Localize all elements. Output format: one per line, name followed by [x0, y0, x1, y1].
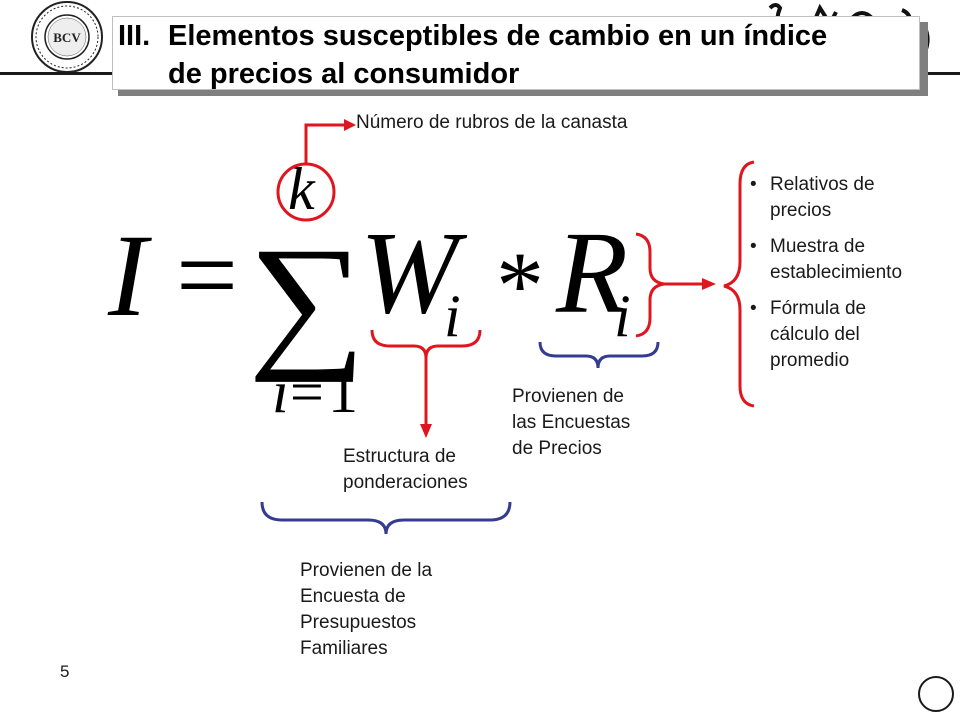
relative-brace-blue: [538, 341, 660, 369]
bullet-line: promedio: [770, 350, 850, 371]
elements-bullet-list: • Relativos de precios • Muestra de esta…: [748, 172, 902, 384]
title-box: [112, 16, 920, 90]
formula-sum-lower-i: i: [272, 359, 289, 425]
k-arrowhead: [344, 119, 356, 131]
title-section-number: III.: [118, 20, 151, 52]
label-line: ponderaciones: [343, 472, 468, 493]
weight-arrowhead: [420, 424, 432, 438]
formula-weight-W: W: [360, 207, 468, 338]
formula-lhs-I: I: [107, 210, 152, 341]
bullet-line: Relativos de: [770, 174, 875, 195]
formula-times: *: [496, 232, 544, 339]
weights-brace-blue: [260, 501, 512, 535]
label-line: de Precios: [512, 438, 602, 459]
title-line-1: Elementos susceptibles de cambio en un í…: [168, 20, 828, 52]
label-encuestas-precios: Provienen de las Encuestas de Precios: [512, 384, 630, 462]
formula-sum-lower-one: 1: [328, 359, 358, 425]
label-line: Encuesta de: [300, 586, 406, 607]
bullet-item: • Muestra de establecimiento: [748, 234, 902, 286]
label-line: las Encuestas: [512, 412, 631, 433]
slide-nav-circle-button[interactable]: [918, 676, 954, 712]
label-line: Estructura de: [343, 446, 456, 467]
bullet-line: establecimiento: [770, 262, 903, 283]
label-estructura-ponderaciones: Estructura de ponderaciones: [343, 444, 468, 496]
logo-text: BCV: [53, 30, 81, 45]
label-line: Provienen de la: [300, 560, 433, 581]
bcv-seal-logo: BCV: [31, 1, 103, 73]
bullet-line: Fórmula de: [770, 298, 867, 319]
label-numero-rubros: Número de rubros de la canasta: [356, 112, 628, 133]
title-line-2: de precios al consumidor: [168, 58, 520, 90]
relative-bracket-red: [635, 232, 665, 338]
bullet-line: cálculo del: [770, 324, 860, 345]
bullet-dot-icon: •: [750, 174, 757, 195]
bullet-dot-icon: •: [750, 236, 757, 257]
formula-equals: =: [176, 214, 238, 336]
label-line: Presupuestos: [300, 612, 417, 633]
label-line: Provienen de: [512, 386, 624, 407]
label-encuesta-presupuestos: Provienen de la Encuesta de Presupuestos…: [300, 558, 432, 662]
relative-arrowhead: [702, 278, 716, 290]
bullet-dot-icon: •: [750, 298, 757, 319]
k-connector-arrow: [304, 123, 348, 164]
label-line: Familiares: [300, 638, 388, 659]
list-brace-red: [723, 160, 755, 408]
bullet-line: precios: [770, 200, 832, 221]
bullet-item: • Relativos de precios: [748, 172, 902, 224]
bullet-line: Muestra de: [770, 236, 866, 257]
bullet-item: • Fórmula de cálculo del promedio: [748, 296, 902, 374]
formula-sum-lower-equals: =: [290, 359, 324, 425]
slide-number: 5: [60, 662, 70, 681]
formula-relative-R: R: [555, 207, 628, 338]
formula-sigma: ∑: [248, 217, 366, 383]
formula-weight-sub-i: i: [444, 283, 461, 349]
formula-relative-sub-i: i: [614, 283, 631, 349]
